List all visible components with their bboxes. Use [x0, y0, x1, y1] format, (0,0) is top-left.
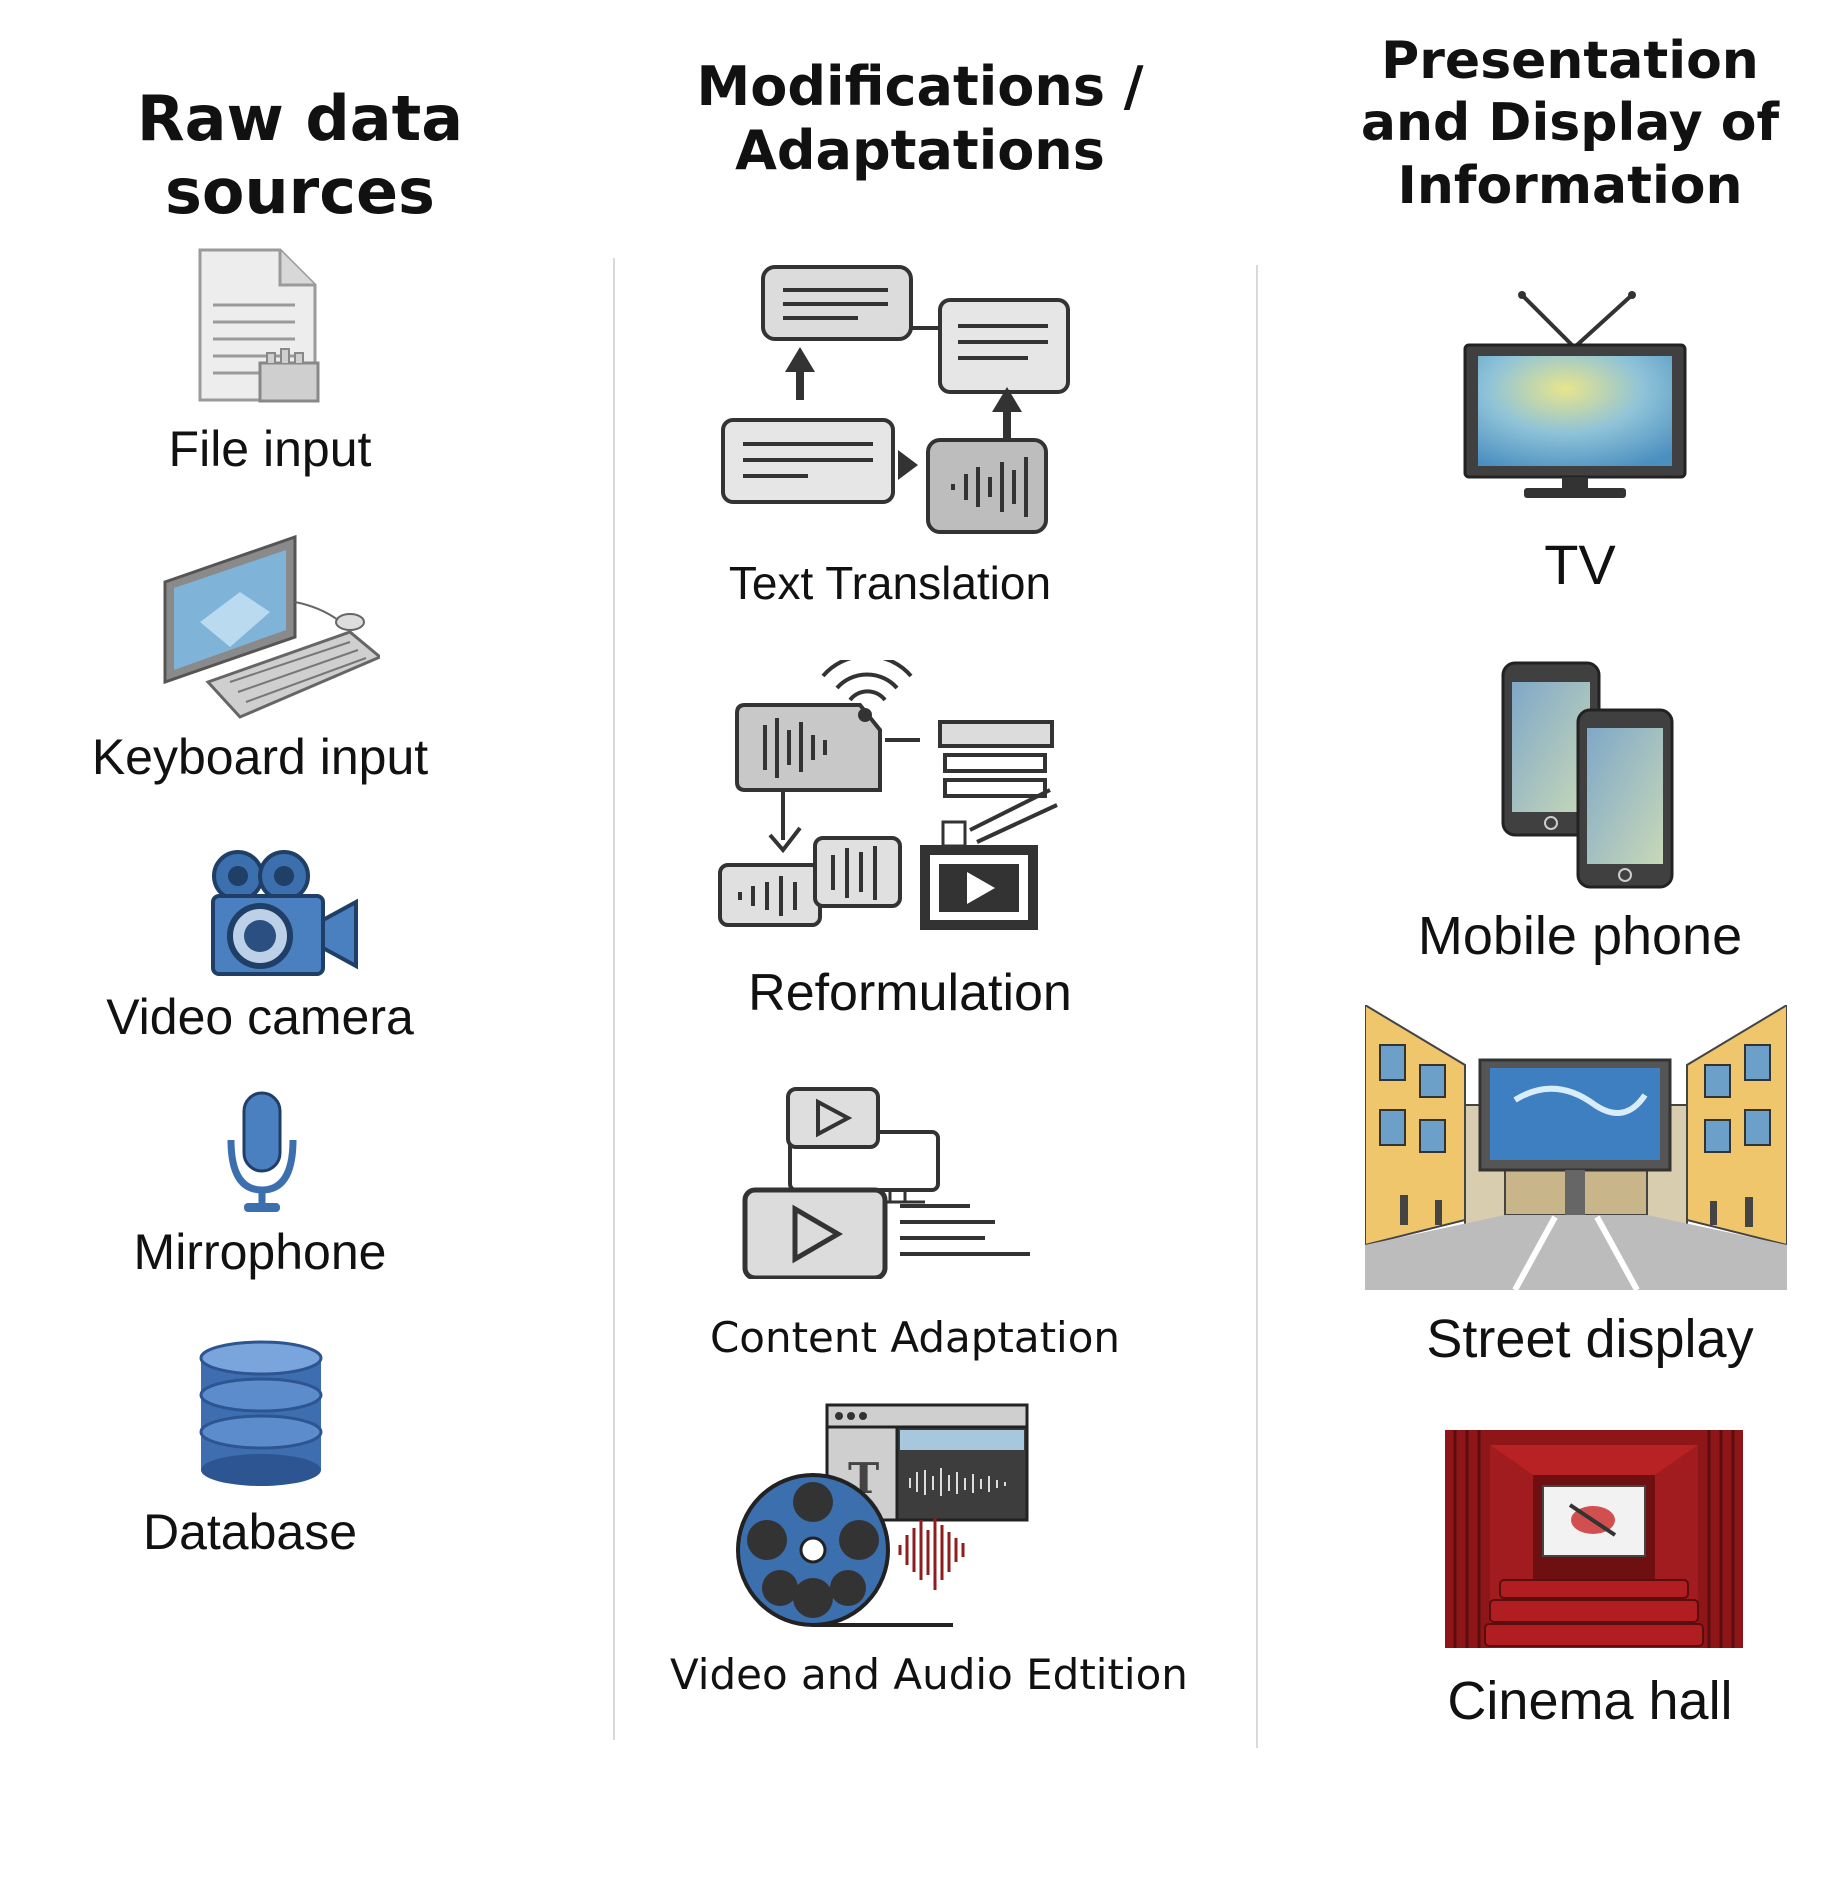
microphone-icon: [227, 1091, 297, 1212]
video-camera-label: Video camera: [106, 989, 414, 1045]
reformulation-icon: [718, 660, 1058, 930]
translation-flow-icon: [721, 265, 1070, 534]
database-label: Database: [142, 1504, 358, 1560]
video-audio-edition-label: Video and Audio Edtition: [670, 1650, 1188, 1699]
file-input-label: File input: [168, 421, 372, 477]
presentation-title: Presentation and Display of Information: [1360, 31, 1780, 216]
mobile-phone-label: Mobile phone: [1417, 906, 1743, 966]
mobile-phone-icon: [1501, 661, 1674, 889]
tv-label: TV: [1544, 533, 1616, 596]
video-camera-icon: [211, 850, 358, 976]
document-icon: [198, 248, 320, 403]
content-adaptation-label: Content Adaptation: [709, 1313, 1121, 1362]
column-divider-right: [1256, 265, 1258, 1748]
cinema-hall-icon: [1445, 1430, 1743, 1648]
street-display-icon: [1365, 1005, 1787, 1290]
keyboard-input-label: Keyboard input: [91, 729, 429, 785]
tv-icon: [1463, 291, 1687, 498]
computer-keyboard-icon: [163, 534, 380, 719]
database-icon: [199, 1340, 323, 1486]
modifications-title: Modifications / Adaptations: [696, 55, 1144, 182]
video-audio-editing-icon: T: [736, 1403, 1029, 1627]
reformulation-label: Reformulation: [748, 964, 1072, 1022]
content-adaptation-icon: [742, 1087, 1030, 1279]
column-divider-left: [613, 258, 615, 1740]
raw-sources-title: Raw data sources: [136, 82, 464, 229]
microphone-label: Mirrophone: [133, 1224, 387, 1280]
text-translation-label: Text Translation: [728, 557, 1052, 609]
street-display-label: Street display: [1426, 1309, 1754, 1369]
cinema-hall-label: Cinema hall: [1447, 1671, 1733, 1731]
